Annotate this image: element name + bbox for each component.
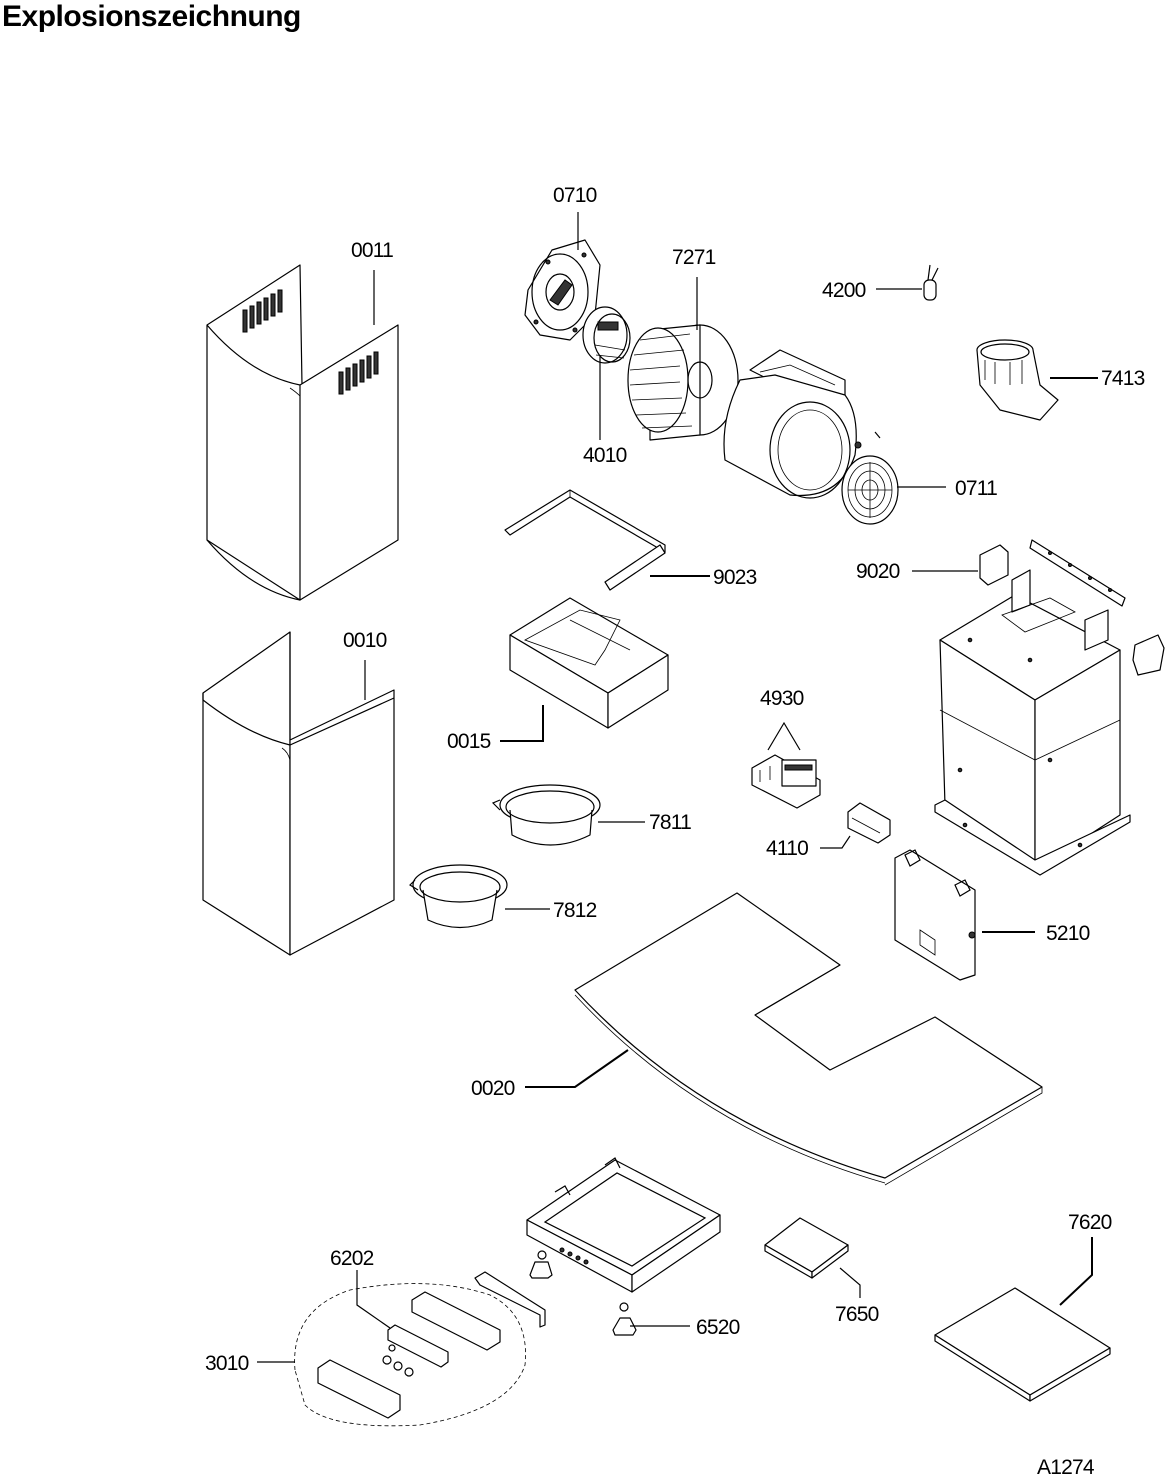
part-7812-spigot (409, 864, 508, 929)
part-4010-motor (582, 306, 631, 364)
callout-7620: 7620 (1068, 1211, 1112, 1234)
light-bracket (474, 1271, 546, 1328)
part-7811-spigot (491, 784, 601, 846)
callout-7413: 7413 (1101, 367, 1145, 390)
callout-9020: 9020 (856, 560, 900, 583)
part-9020-brackets (979, 539, 1165, 676)
callout-4010: 4010 (583, 444, 627, 467)
page-title: Explosionszeichnung (2, 0, 301, 33)
callout-9023: 9023 (713, 566, 757, 589)
part-7271-fan-wheel (627, 324, 739, 441)
callout-0020: 0020 (471, 1077, 515, 1100)
callout-4930: 4930 (760, 687, 804, 710)
bottom-frame (526, 1157, 721, 1293)
part-7620-carbon-filter (934, 1287, 1111, 1402)
part-0011-upper-chimney (206, 264, 399, 601)
callout-7811: 7811 (649, 811, 691, 834)
callout-7650: 7650 (835, 1303, 879, 1326)
part-0015-air-box (509, 597, 669, 729)
part-7413-duct-adapter (976, 339, 1059, 421)
callout-0010: 0010 (343, 629, 387, 652)
callout-0711: 0711 (955, 477, 997, 500)
callout-0015: 0015 (447, 730, 491, 753)
part-0010-lower-chimney (202, 631, 395, 956)
callout-6202: 6202 (330, 1247, 374, 1270)
part-3010-control-group (294, 1283, 526, 1427)
part-4200-capacitor (923, 264, 939, 301)
motor-housing-body (934, 569, 1131, 876)
part-6520-lamp (529, 1250, 637, 1336)
leader-lines (257, 212, 1098, 1363)
part-0020-glass-canopy (574, 892, 1043, 1186)
part-5210-cover (894, 849, 976, 981)
part-9023-frame (504, 489, 666, 591)
callout-0710: 0710 (553, 184, 597, 207)
callout-3010: 3010 (205, 1352, 249, 1375)
drawing-id: A1274 (1037, 1456, 1095, 1479)
callout-labels: 0011 0010 0710 7271 4200 7413 4010 0711 … (205, 184, 1145, 1479)
callout-4110: 4110 (766, 837, 808, 860)
part-0710-mounting-plate (524, 239, 601, 341)
callout-6520: 6520 (696, 1316, 740, 1339)
callout-7271: 7271 (672, 246, 716, 269)
part-4110-module (847, 802, 891, 844)
callout-7812: 7812 (553, 899, 597, 922)
part-0711-inlet-grille (841, 431, 899, 525)
fan-housing (723, 349, 857, 499)
part-7650-filter (764, 1217, 849, 1279)
callout-0011: 0011 (351, 239, 393, 262)
callout-5210: 5210 (1046, 922, 1090, 945)
part-4930-transformer (751, 754, 821, 809)
callout-4200: 4200 (822, 279, 866, 302)
